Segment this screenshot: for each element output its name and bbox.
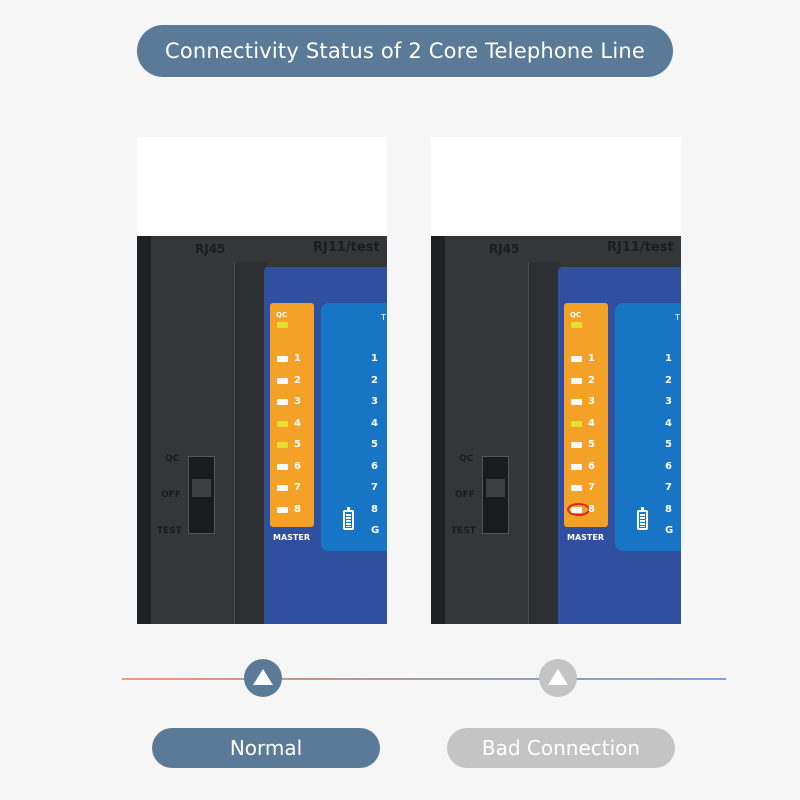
- master-led-8: [571, 507, 582, 513]
- up-triangle-icon: [253, 668, 273, 685]
- master-pin-1: 1: [588, 353, 595, 364]
- remote-pin-3: 3: [665, 396, 672, 407]
- bad-connection-marker[interactable]: [539, 659, 577, 697]
- master-pin-4: 4: [294, 418, 301, 429]
- remote-top-label: T: [381, 313, 386, 322]
- master-pin-7: 7: [294, 482, 301, 493]
- remote-pin-4: 4: [371, 418, 378, 429]
- switch-knob: [192, 479, 211, 497]
- switch-knob: [486, 479, 505, 497]
- master-pin-8: 8: [294, 504, 301, 515]
- master-pin-1: 1: [294, 353, 301, 364]
- switch-off-label: OFF: [161, 490, 181, 500]
- switch-qc-label: QC: [165, 454, 180, 464]
- remote-pin-1: 1: [371, 353, 378, 364]
- fault-indicator-circle: [567, 503, 590, 516]
- normal-panel: RJ45 RJ11/test QC OFF TEST QC 1 2 3 4 5: [137, 137, 387, 624]
- blue-plate: QC 1 2 3 4 5 6 7 8 MASTER: [264, 267, 387, 624]
- master-pin-3: 3: [588, 396, 595, 407]
- remote-top-label: T: [675, 313, 680, 322]
- master-pin-5: 5: [588, 439, 595, 450]
- master-led-6: [277, 464, 288, 470]
- tester-device: RJ45 RJ11/test QC OFF TEST QC 1 2 3 4 5: [137, 236, 387, 624]
- mode-switch[interactable]: [188, 456, 215, 534]
- master-pin-6: 6: [294, 461, 301, 472]
- master-led-strip: QC 1 2 3 4 5 6 7 8: [270, 303, 314, 527]
- master-led-7: [277, 485, 288, 491]
- master-led-8: [277, 507, 288, 513]
- bad-connection-button[interactable]: Bad Connection: [447, 728, 675, 768]
- master-led-2: [571, 378, 582, 384]
- battery-icon: [343, 507, 354, 530]
- master-led-3: [277, 399, 288, 405]
- device-edge: [137, 236, 151, 624]
- master-pin-5: 5: [294, 439, 301, 450]
- master-pin-3: 3: [294, 396, 301, 407]
- remote-pin-8: 8: [371, 504, 378, 515]
- rj11-label: RJ11/test: [313, 240, 380, 255]
- master-led-7: [571, 485, 582, 491]
- master-pin-8: 8: [588, 504, 595, 515]
- blue-plate: QC 1 2 3 4 5 6 7 8 MASTER: [558, 267, 681, 624]
- master-led-3: [571, 399, 582, 405]
- master-pin-6: 6: [588, 461, 595, 472]
- master-led-4: [571, 421, 582, 427]
- normal-button[interactable]: Normal: [152, 728, 380, 768]
- remote-pin-7: 7: [371, 482, 378, 493]
- remote-pin-6: 6: [371, 461, 378, 472]
- battery-icon: [637, 507, 648, 530]
- remote-pin-6: 6: [665, 461, 672, 472]
- master-led-1: [571, 356, 582, 362]
- master-label: MASTER: [567, 533, 604, 542]
- rj45-label: RJ45: [195, 242, 226, 256]
- rj11-label: RJ11/test: [607, 240, 674, 255]
- master-led-2: [277, 378, 288, 384]
- switch-qc-label: QC: [459, 454, 474, 464]
- remote-pin-4: 4: [665, 418, 672, 429]
- remote-pin-7: 7: [665, 482, 672, 493]
- remote-pin-3: 3: [371, 396, 378, 407]
- timeline-line: [122, 678, 726, 680]
- remote-pin-1: 1: [665, 353, 672, 364]
- master-led-5: [277, 442, 288, 448]
- remote-panel: T 1 2 3 4 5 6 7 8 G: [615, 303, 681, 551]
- qc-led-label: QC: [570, 311, 582, 319]
- master-pin-2: 2: [294, 375, 301, 386]
- master-label: MASTER: [273, 533, 310, 542]
- master-led-5: [571, 442, 582, 448]
- bad-connection-panel: RJ45 RJ11/test QC OFF TEST QC 1 2 3 4 5: [431, 137, 681, 624]
- remote-panel: T 1 2 3 4 5 6 7 8 G: [321, 303, 387, 551]
- master-led-6: [571, 464, 582, 470]
- remote-pin-ground: G: [371, 525, 380, 536]
- switch-off-label: OFF: [455, 490, 475, 500]
- remote-pin-5: 5: [371, 439, 378, 450]
- switch-test-label: TEST: [451, 526, 476, 536]
- device-inner-wall: [528, 262, 561, 624]
- master-pin-2: 2: [588, 375, 595, 386]
- remote-pin-2: 2: [665, 375, 672, 386]
- rj45-label: RJ45: [489, 242, 520, 256]
- device-inner-wall: [234, 262, 267, 624]
- master-led-1: [277, 356, 288, 362]
- remote-pin-2: 2: [371, 375, 378, 386]
- qc-led: [277, 322, 288, 328]
- page-title: Connectivity Status of 2 Core Telephone …: [137, 25, 673, 77]
- master-led-4: [277, 421, 288, 427]
- qc-led: [571, 322, 582, 328]
- remote-pin-ground: G: [665, 525, 674, 536]
- normal-marker[interactable]: [244, 659, 282, 697]
- mode-switch[interactable]: [482, 456, 509, 534]
- remote-pin-8: 8: [665, 504, 672, 515]
- tester-device: RJ45 RJ11/test QC OFF TEST QC 1 2 3 4 5: [431, 236, 681, 624]
- qc-led-label: QC: [276, 311, 288, 319]
- remote-pin-5: 5: [665, 439, 672, 450]
- device-edge: [431, 236, 445, 624]
- master-pin-7: 7: [588, 482, 595, 493]
- switch-test-label: TEST: [157, 526, 182, 536]
- up-triangle-icon: [548, 668, 568, 685]
- master-pin-4: 4: [588, 418, 595, 429]
- master-led-strip: QC 1 2 3 4 5 6 7 8: [564, 303, 608, 527]
